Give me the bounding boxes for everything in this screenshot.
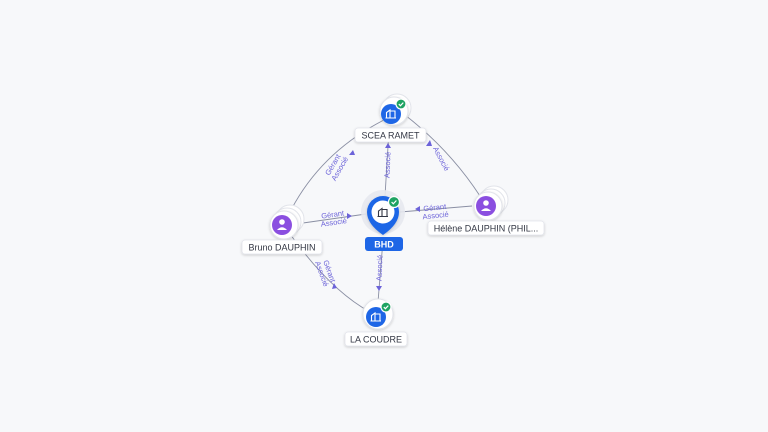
edge-label-bruno-scea: Gérant Associé bbox=[323, 152, 350, 183]
person-body bbox=[277, 227, 287, 230]
arrow-scea-bhd bbox=[385, 143, 391, 148]
arrow-bhd-coudre bbox=[376, 286, 382, 291]
svg-text:Associé: Associé bbox=[320, 216, 347, 229]
arrow-bruno-scea bbox=[349, 150, 355, 155]
arrow-helene-scea bbox=[426, 140, 432, 146]
node-label-scea-ramet: SCEA RAMET bbox=[361, 131, 420, 141]
arrow-bruno-coudre bbox=[332, 283, 337, 289]
building-icon-glyph bbox=[370, 311, 381, 322]
edge-label-bruno-bhd: Gérant Associé bbox=[320, 208, 347, 229]
arrow-helene-bhd bbox=[415, 206, 420, 212]
building-icon bbox=[377, 207, 388, 218]
node-la-coudre[interactable]: LA COUDRE bbox=[344, 298, 408, 347]
edge-label-helene-scea: Associé bbox=[431, 145, 451, 172]
verified-badge-icon bbox=[380, 301, 392, 313]
check-icon bbox=[383, 305, 389, 310]
edge-helene-bhd[interactable] bbox=[399, 205, 473, 213]
node-bhd[interactable]: BHD bbox=[361, 190, 405, 251]
person-head bbox=[279, 219, 285, 225]
node-label-la-coudre: LA COUDRE bbox=[350, 335, 402, 345]
building-icon bbox=[381, 104, 401, 124]
edge-label-scea-bhd: Associé bbox=[383, 152, 393, 179]
node-helene-dauphin[interactable]: Hélène DAUPHIN (PHIL... bbox=[427, 185, 545, 236]
edge-label-bruno-coudre: Gérant Associé bbox=[313, 259, 338, 288]
verified-badge-icon bbox=[395, 98, 407, 110]
arrow-bruno-bhd bbox=[347, 213, 352, 219]
person-icon bbox=[272, 215, 292, 235]
check-icon bbox=[391, 200, 397, 205]
svg-text:Gérant: Gérant bbox=[321, 208, 346, 220]
building-icon-glyph bbox=[385, 108, 396, 119]
edge-bruno-scea[interactable] bbox=[287, 115, 393, 217]
svg-text:Gérant: Gérant bbox=[423, 202, 448, 213]
svg-text:Associé: Associé bbox=[431, 145, 451, 172]
node-scea-ramet[interactable]: SCEA RAMET bbox=[354, 93, 427, 143]
edge-bruno-bhd[interactable] bbox=[295, 213, 367, 225]
person-icon bbox=[476, 196, 496, 216]
node-label-bhd: BHD bbox=[374, 240, 394, 250]
person-body bbox=[481, 208, 491, 211]
person-head bbox=[483, 200, 489, 206]
edge-helene-scea[interactable] bbox=[404, 114, 481, 197]
building-icon bbox=[366, 307, 386, 327]
edge-label-helene-bhd: Gérant Associé bbox=[422, 202, 449, 222]
verified-badge-icon bbox=[387, 195, 401, 209]
svg-text:Associé: Associé bbox=[422, 210, 449, 222]
edge-label-bhd-coudre: Associé bbox=[375, 255, 385, 282]
check-icon bbox=[398, 102, 404, 107]
node-bruno-dauphin[interactable]: Bruno DAUPHIN bbox=[241, 204, 323, 255]
svg-text:Associé: Associé bbox=[383, 152, 393, 179]
node-label-helene-dauphin: Hélène DAUPHIN (PHIL... bbox=[434, 224, 539, 234]
svg-text:Associé: Associé bbox=[375, 255, 385, 282]
node-label-bruno-dauphin: Bruno DAUPHIN bbox=[248, 243, 315, 253]
